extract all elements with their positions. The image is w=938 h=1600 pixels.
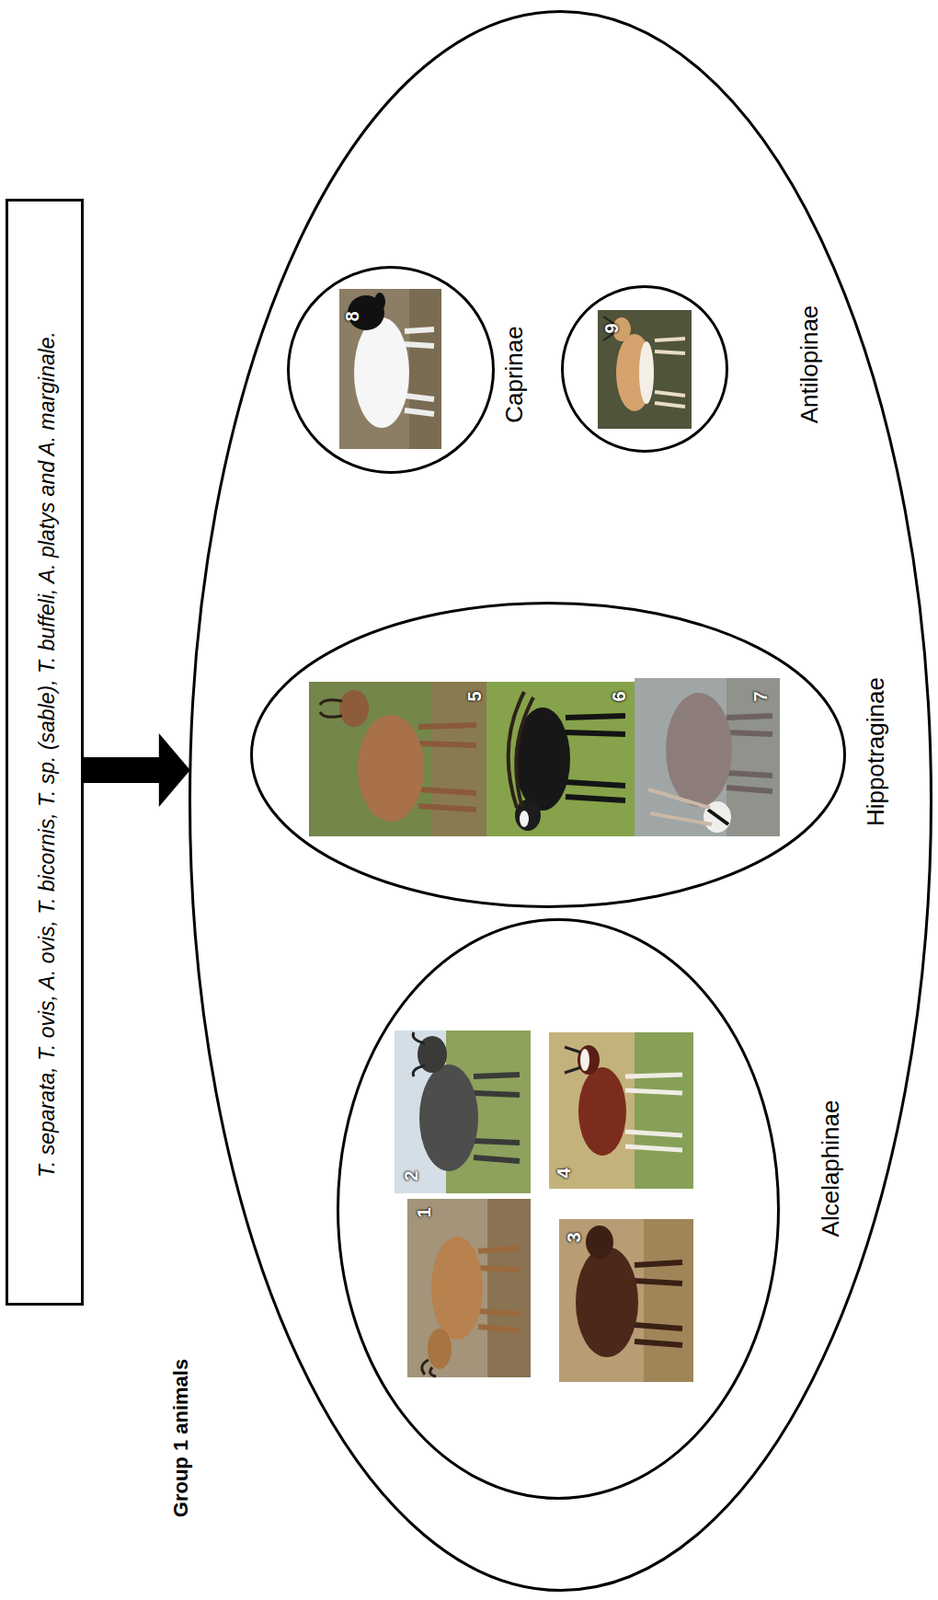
subfamily-name: Caprinae <box>501 325 529 424</box>
subfamily-name: Alcelaphinae <box>817 1099 846 1237</box>
subfamily-circle: Caprinae <box>286 265 495 474</box>
photo-background <box>549 1031 694 1189</box>
host-group-ellipse: AlcelaphinaeHippotraginaeCaprinaeAntilop… <box>188 10 933 1591</box>
animal-legs <box>634 1261 683 1345</box>
callout-number: 5 <box>464 690 486 701</box>
animal-photo <box>308 681 487 836</box>
callout-number: 7 <box>750 690 772 701</box>
ellipse-outline-shape <box>190 11 932 1591</box>
animal-photo <box>634 677 780 836</box>
animal-horns <box>422 1359 436 1376</box>
face-mark <box>519 810 529 827</box>
animal-body <box>431 1235 483 1339</box>
callout-number: 1 <box>413 1206 435 1217</box>
photo-background <box>394 1029 531 1193</box>
photo-ground <box>432 681 487 836</box>
animal-legs <box>625 1074 683 1150</box>
ellipse-outline-shape <box>251 603 846 907</box>
photo-background <box>597 309 692 429</box>
subfamily-name: Hippotraginae <box>862 676 891 826</box>
callout-number: 2 <box>400 1169 423 1180</box>
callout-number: 8 <box>342 310 364 321</box>
animal-body <box>665 692 733 807</box>
photo-background <box>308 681 487 836</box>
animal-photo <box>559 1218 694 1382</box>
animal-legs <box>478 1246 521 1330</box>
photo-background <box>634 677 780 836</box>
animal-body <box>575 1246 639 1357</box>
ellipse-outline <box>286 265 495 474</box>
animal-horns <box>564 1046 582 1073</box>
animal-head <box>339 689 369 727</box>
animal-horns <box>320 699 343 718</box>
animal-photo <box>339 288 442 449</box>
photo-ground <box>409 288 442 449</box>
animal-legs <box>418 724 477 810</box>
subfamily-ellipse: Alcelaphinae <box>336 917 780 1499</box>
callout-number: 3 <box>563 1231 585 1242</box>
animal-legs <box>565 715 626 801</box>
animal-horns <box>412 1031 425 1076</box>
animal-ear <box>374 292 386 311</box>
animal-head <box>427 1327 452 1369</box>
animal-head <box>585 1224 614 1259</box>
photo-ground <box>487 1198 531 1377</box>
photo-ground <box>643 1218 694 1382</box>
animal-horns <box>648 789 712 824</box>
photo-background <box>559 1218 694 1382</box>
animal-body <box>354 317 410 428</box>
face-stripe <box>708 809 729 824</box>
animal-body <box>419 1063 479 1171</box>
animal-photo <box>486 681 635 836</box>
animal-belly <box>639 341 654 404</box>
photo-background <box>486 681 635 836</box>
photo-ground <box>634 1031 694 1189</box>
species-box: T. separata, T. ovis, A. ovis, T. bicorn… <box>5 198 84 1305</box>
ellipse-outline <box>560 285 729 453</box>
callout-number: 4 <box>553 1166 575 1178</box>
ellipse-outline <box>188 10 933 1591</box>
species-list: T. separata, T. ovis, A. ovis, T. bicorn… <box>34 331 59 1178</box>
group-heading: Group 1 animals <box>169 1358 193 1517</box>
subfamily-name: Antilopinae <box>796 305 824 424</box>
animal-body <box>616 333 653 412</box>
ellipse-outline <box>336 917 780 1499</box>
animal-photo <box>407 1198 531 1377</box>
ellipse-outline-shape <box>288 267 494 473</box>
callout-number: 6 <box>608 690 630 701</box>
ellipse-outline-shape <box>338 919 779 1499</box>
subfamily-ellipse: Hippotraginae <box>250 601 847 908</box>
animal-legs <box>654 338 686 407</box>
animal-photo <box>394 1029 531 1193</box>
photo-background <box>339 288 442 449</box>
block-arrow <box>83 732 191 807</box>
animal-photo <box>549 1031 694 1189</box>
animal-body <box>578 1066 627 1156</box>
ellipse-outline-shape <box>562 286 728 452</box>
callout-number: 9 <box>601 322 623 333</box>
ellipse-outline <box>250 601 847 908</box>
animal-horns <box>508 691 534 808</box>
animal-photo <box>597 309 692 429</box>
animal-legs <box>726 715 773 791</box>
photo-ground <box>726 677 780 836</box>
animal-head <box>577 1044 600 1075</box>
animal-head <box>514 799 541 831</box>
face-blaze <box>580 1048 590 1071</box>
subfamily-circle: Antilopinae <box>560 285 729 453</box>
animal-body <box>357 714 424 822</box>
animal-legs <box>473 1074 520 1161</box>
photo-background <box>407 1198 531 1377</box>
